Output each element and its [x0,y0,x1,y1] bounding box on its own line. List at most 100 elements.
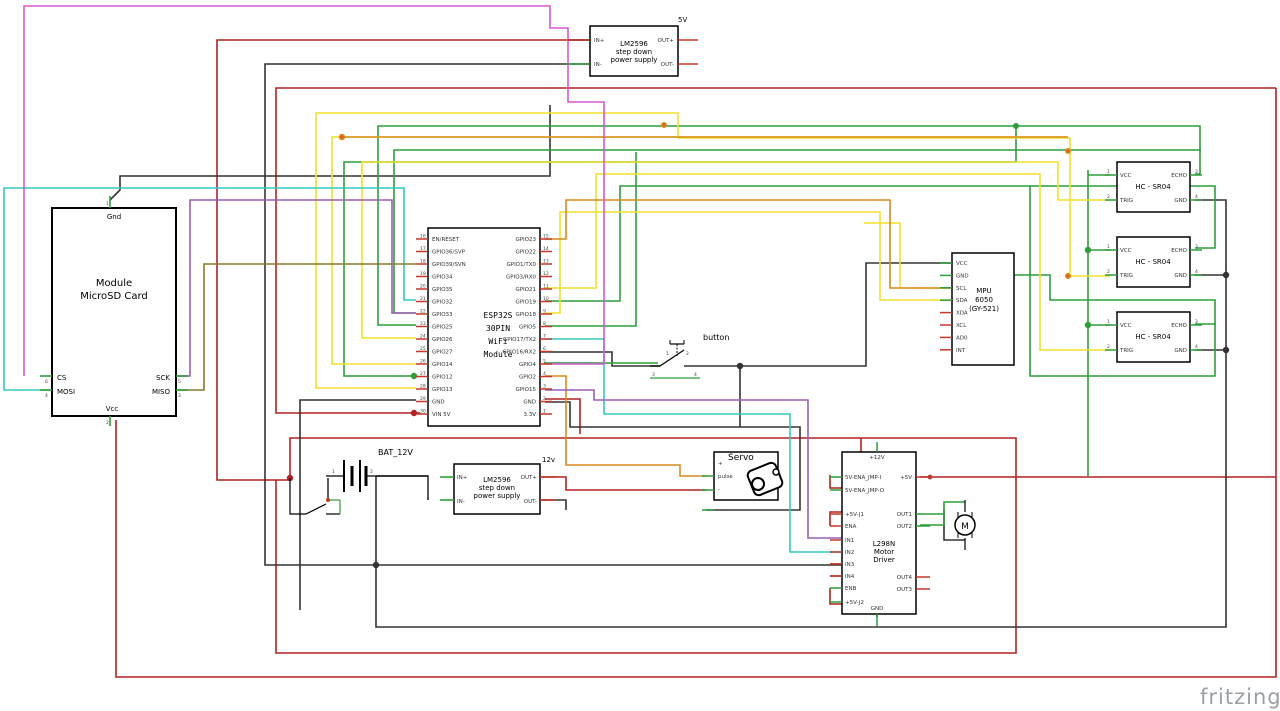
esp-left-pin-label: GPIO34 [432,275,453,281]
button-n3: 3 [652,372,655,378]
battery-12v[interactable]: BAT_12V 1 2 [326,448,428,492]
sd-n-sck: 5 [178,379,181,385]
lm-bot-title1: LM2596 [483,476,511,484]
esp-right-pin-number: 2 [543,396,546,402]
l298n-driver[interactable]: 5V-ENA_JMP-I5V-ENA_JMP-O+5V-J1ENAIN1IN2I… [830,442,944,626]
sd-miso: MISO [152,388,171,396]
motor-icon [954,514,976,536]
lm-bot-out-neg: OUT- [524,499,537,505]
lm-top-title1: LM2596 [620,40,648,48]
esp-title2: 30PIN [486,324,510,333]
sd-gnd: Gnd [107,213,121,221]
l298-left-pin-label: IN1 [845,538,854,544]
sr-n1: 1 [1107,169,1110,175]
lm-top-title2: step down [616,48,652,56]
esp-right-pin-number: 5 [543,359,546,365]
button-label: button [703,333,729,342]
servo-label: Servo [728,453,754,463]
orange-wires [338,122,1072,477]
sr-n4: 4 [1195,269,1198,275]
dc-motor[interactable]: M [954,500,976,550]
esp-left-pin-label: VIN 5V [432,412,451,418]
lm2596-top[interactable]: LM2596 step down power supply IN+ IN- OU… [568,16,698,77]
esp-left-pin-number: 17 [420,246,426,252]
esp-right-pin-label: GND [523,400,536,406]
l298-right-pin-label: OUT3 [897,587,913,593]
esp-left-pin-number: 20 [420,284,426,290]
mpu-title1: MPU [976,287,991,295]
mpu-pin-label: SCL [956,286,967,292]
esp-right-pin-label: GPIO22 [515,250,536,256]
push-button[interactable]: button 1 2 3 4 [650,333,729,379]
button-n4: 4 [694,372,697,378]
sr-vcc: VCC [1120,323,1132,329]
l298-left-pin-label: IN2 [845,550,854,556]
esp-left-pin-number: 16 [420,234,426,240]
sd-title2: MicroSD Card [80,291,148,302]
microsd-module[interactable]: Module MicroSD Card Gnd CS MOSI SCK MISO… [40,196,188,426]
esp32-module[interactable]: EN/RESET16GPIO36/SVP17GPIO39/SVN18GPIO34… [416,227,552,427]
olive-wires [176,263,416,391]
servo-motor[interactable]: Servo + pulse - [702,451,784,511]
sr-vcc: VCC [1120,173,1132,179]
esp32-pin-stubs: EN/RESET16GPIO36/SVP17GPIO39/SVN18GPIO34… [416,234,552,418]
esp-left-pin-label: GPIO26 [432,337,453,343]
esp-right-pin-label: GPIO17/TX2 [503,337,536,343]
mpu-pin-label: INT [956,348,966,354]
sr-trig: TRIG [1119,348,1133,354]
l298-left-pin-label: 5V-ENA_JMP-I [845,475,882,481]
esp-left-pin-label: GPIO36/SVP [432,250,466,256]
esp-left-pin-label: GPIO35 [432,287,453,293]
button-n2: 2 [686,351,689,357]
esp-title3: WiFi [488,337,507,346]
esp-left-pin-number: 26 [420,359,426,365]
sd-vcc: Vcc [106,405,119,413]
esp-left-pin-number: 30 [420,409,426,415]
esp-right-pin-label: GPIO15 [515,387,536,393]
esp-left-pin-number: 19 [420,271,426,277]
l298-right-pin-label: OUT4 [897,575,913,581]
motor-label: M [961,522,969,532]
green-wires [343,123,1216,526]
sr-n1: 1 [1107,244,1110,250]
battery-label: BAT_12V [378,448,413,457]
lm2596-bottom[interactable]: LM2596 step down power supply IN+ IN- OU… [440,456,556,515]
esp-left-pin-label: GPIO27 [432,350,453,356]
lm-bot-out-label: 12v [542,456,555,464]
sd-n-miso: 3 [178,393,181,399]
esp-left-pin-label: GND [432,400,445,406]
sr-n2: 2 [1107,344,1110,350]
sr-n4: 4 [1195,194,1198,200]
l298-right-pin-label: OUT1 [897,512,912,518]
esp-right-pin-number: 13 [543,259,549,265]
servo-horn-icon [746,461,784,497]
esp-left-pin-number: 22 [420,309,426,315]
sr-n1: 1 [1107,319,1110,325]
esp-right-pin-label: GPIO1/TX0 [506,262,536,268]
esp-right-pin-label: GPIO18 [515,312,536,318]
servo-plus: + [718,461,723,467]
mpu-pin-label: XCL [956,323,967,329]
sr-gnd: GND [1174,198,1187,204]
sd-cs: CS [57,374,67,382]
mpu-title3: (GY-521) [969,305,999,313]
esp-right-pin-label: GPIO19 [515,300,536,306]
sd-sck: SCK [156,374,170,382]
esp-right-pin-number: 10 [543,296,549,302]
esp-left-pin-label: GPIO13 [432,387,453,393]
esp-left-pin-label: GPIO25 [432,325,453,331]
mpu-pin-label: XDA [956,311,968,317]
lm-top-out-pos: OUT+ [658,38,675,44]
sr-gnd: GND [1174,348,1187,354]
sr-trig: TRIG [1119,273,1133,279]
power-switch[interactable] [289,478,341,515]
esp-right-pin-number: 6 [543,346,546,352]
sr-vcc: VCC [1120,248,1132,254]
sd-title1: Module [96,278,132,289]
